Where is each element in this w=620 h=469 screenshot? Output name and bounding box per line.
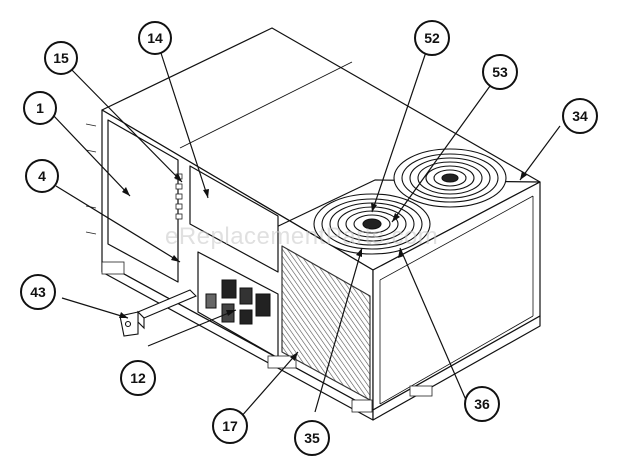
svg-text:52: 52	[424, 30, 440, 46]
svg-text:1: 1	[36, 100, 44, 116]
callout-34: 34	[562, 98, 598, 134]
callout-17: 17	[212, 408, 248, 444]
svg-text:17: 17	[222, 418, 238, 434]
callout-1: 1	[23, 91, 57, 125]
svg-text:15: 15	[53, 50, 69, 66]
svg-text:35: 35	[304, 430, 320, 446]
callout-43: 43	[20, 274, 56, 310]
svg-text:53: 53	[492, 64, 508, 80]
callout-4: 4	[25, 159, 59, 193]
callout-36: 36	[464, 386, 500, 422]
access-panel-14	[189, 165, 279, 273]
svg-text:4: 4	[38, 168, 46, 184]
svg-text:14: 14	[147, 30, 163, 46]
panel-screws	[85, 123, 433, 413]
callout-15: 15	[44, 41, 78, 75]
control-components	[205, 279, 271, 325]
callout-35: 35	[294, 420, 330, 456]
callout-14: 14	[138, 21, 172, 55]
callout-53: 53	[482, 54, 518, 90]
svg-text:34: 34	[572, 108, 588, 124]
bracket-43	[119, 289, 197, 337]
svg-text:12: 12	[130, 370, 146, 386]
svg-text:36: 36	[474, 396, 490, 412]
svg-text:43: 43	[30, 284, 46, 300]
fan-guard-rear	[393, 148, 507, 208]
callout-12: 12	[120, 360, 156, 396]
watermark: eReplacementParts.com	[165, 223, 438, 250]
leader-lines	[51, 49, 561, 419]
callout-52: 52	[414, 20, 450, 56]
arrowheads	[119, 171, 527, 361]
